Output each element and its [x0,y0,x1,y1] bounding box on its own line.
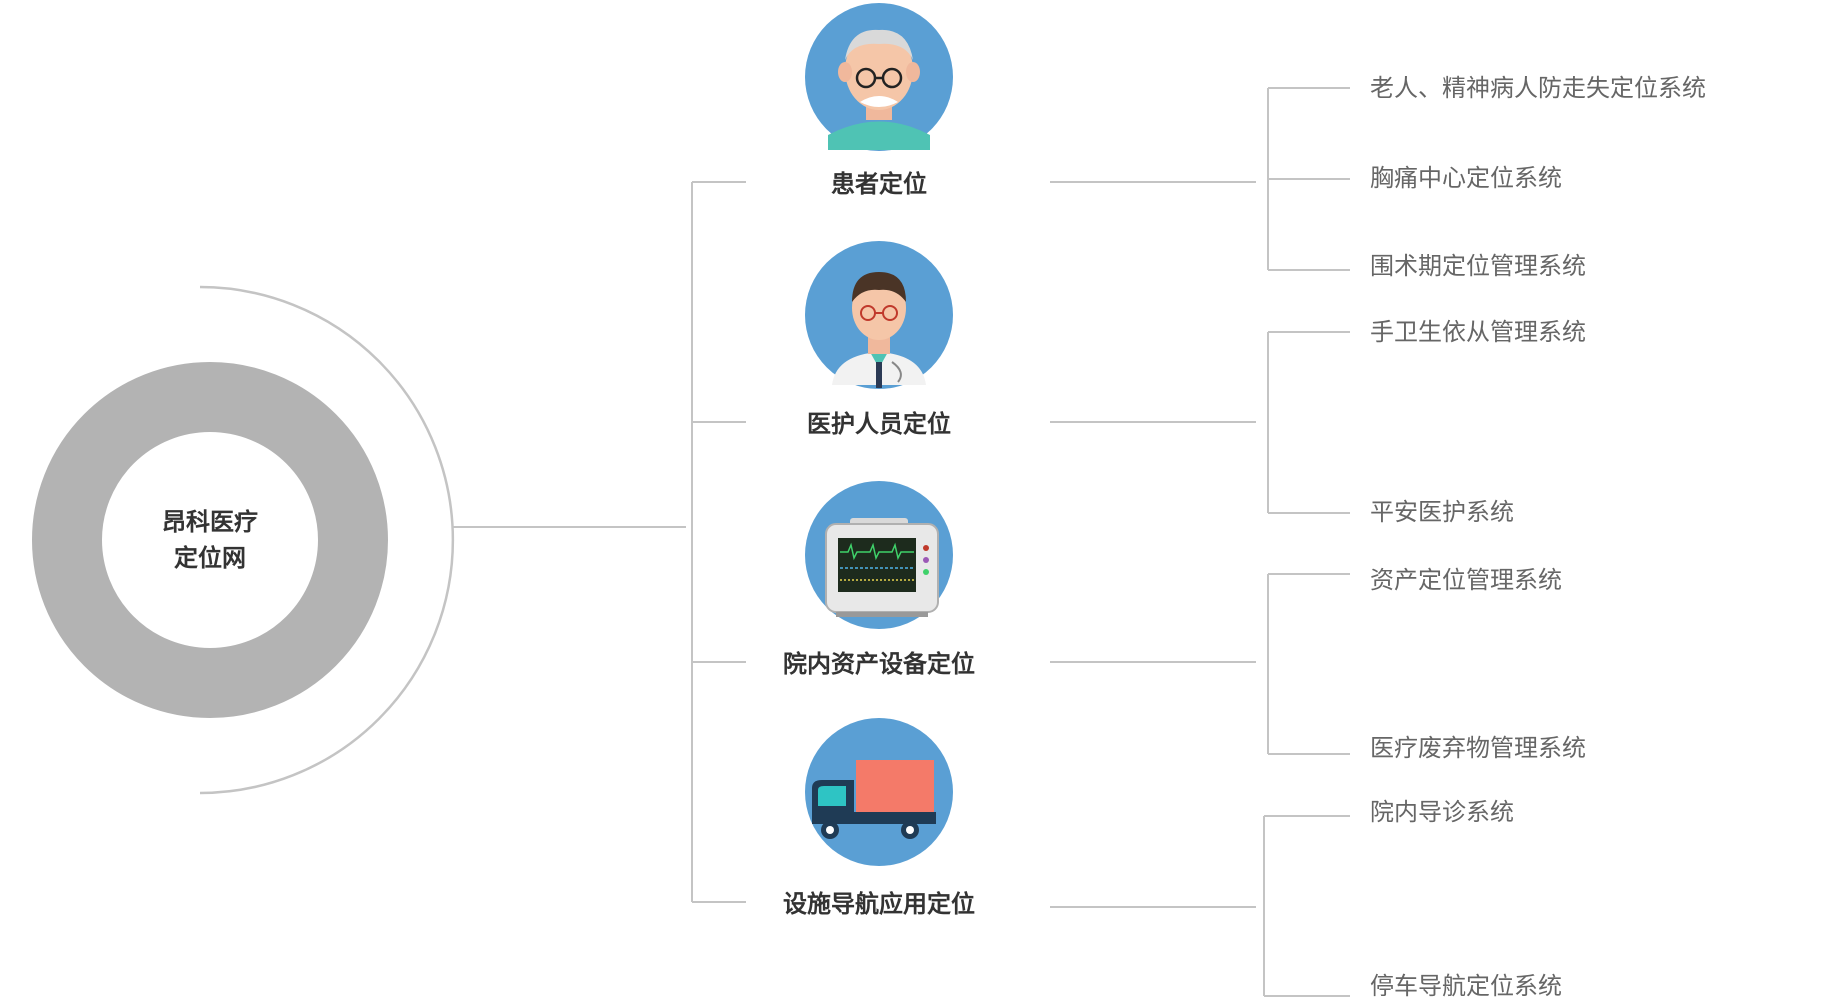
category-staff: 医护人员定位 [805,241,953,438]
elderly-patient-icon [805,3,953,151]
category-label-navigation: 设施导航应用定位 [783,890,975,918]
system-label: 平安医护系统 [1370,498,1514,526]
category-label-patient: 患者定位 [831,170,927,198]
category-patient: 患者定位 [805,3,953,198]
system-label: 资产定位管理系统 [1370,566,1562,594]
outer-arc [199,285,455,795]
system-label: 围术期定位管理系统 [1370,252,1586,280]
center-title-line2: 定位网 [174,544,246,572]
category-label-assets: 院内资产设备定位 [783,650,975,678]
center-hub: 昂科医疗 定位网 [32,285,455,795]
doctor-icon [805,241,953,389]
patient-monitor-icon [805,481,953,629]
system-label: 胸痛中心定位系统 [1370,164,1562,192]
system-list: 老人、精神病人防走失定位系统 胸痛中心定位系统 围术期定位管理系统 手卫生依从管… [1370,74,1706,1000]
category-assets: 院内资产设备定位 [783,481,975,678]
center-title-line1: 昂科医疗 [162,508,258,536]
connectors [452,87,1350,997]
system-label: 医疗废弃物管理系统 [1370,734,1586,762]
center-ring [32,362,388,718]
system-label: 院内导诊系统 [1370,798,1514,826]
system-label: 手卫生依从管理系统 [1370,318,1586,346]
system-label: 老人、精神病人防走失定位系统 [1370,74,1706,102]
category-navigation: 设施导航应用定位 [783,718,975,918]
category-label-staff: 医护人员定位 [807,410,951,438]
system-label: 停车导航定位系统 [1370,972,1562,1000]
delivery-truck-icon [805,718,953,866]
